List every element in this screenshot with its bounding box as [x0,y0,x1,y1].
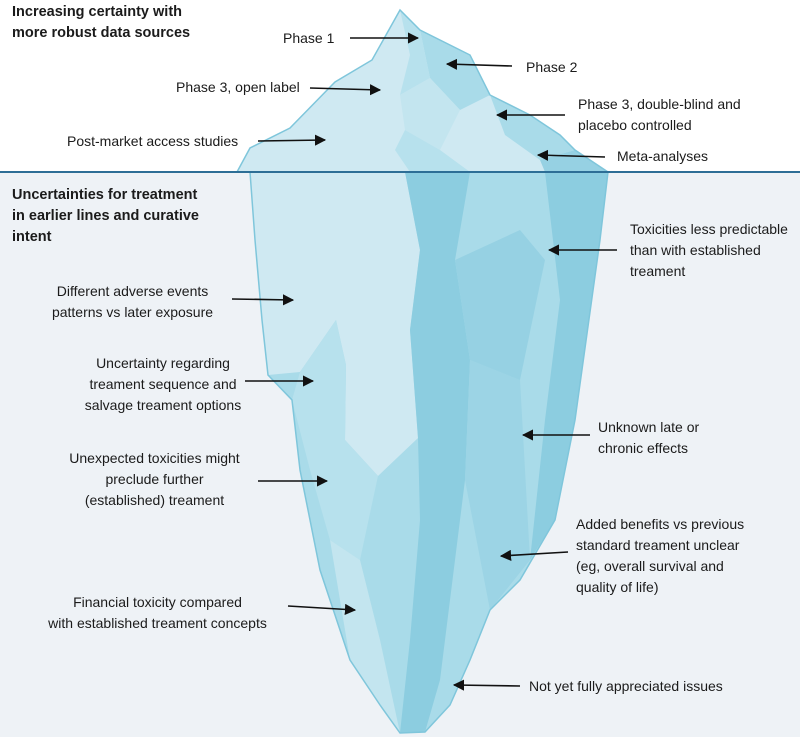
iceberg-underwater [249,171,609,734]
arrow-not-yet [452,679,521,691]
arrow-phase2 [445,58,513,70]
label-added-benefits: Added benefits vs previous standard trea… [576,516,745,595]
label-toxicities-predictable: Toxicities less predictable than with es… [630,221,788,279]
arrow-phase3-open [309,84,382,96]
label-adverse-events: Different adverse events patterns vs lat… [51,283,214,320]
arrow-post-market [257,134,327,146]
arrow-meta [536,149,606,161]
label-phase1: Phase 1 [283,30,335,46]
label-unexpected-toxicities: Unexpected toxicities might preclude fur… [69,450,240,508]
label-late-effects: Unknown late or chronic effects [598,419,700,456]
heading-above-water: Increasing certainty with more robust da… [12,4,191,41]
arrows-below [231,244,617,691]
label-financial-toxicity: Financial toxicity compared with establi… [48,594,267,631]
label-post-market: Post-market access studies [67,133,239,149]
label-meta-analyses: Meta-analyses [617,148,709,164]
iceberg-tip [236,8,609,173]
label-treatment-sequence: Uncertainty regarding treament sequence … [84,355,242,413]
arrow-adverse [231,294,295,306]
label-phase3-open: Phase 3, open label [176,79,300,95]
label-not-yet-appreciated: Not yet fully appreciated issues [529,678,723,694]
label-phase3-double: Phase 3, double-blind and placebo contro… [578,96,741,133]
label-phase2: Phase 2 [526,59,578,75]
arrow-financial [287,603,357,615]
arrow-benefits [499,549,569,561]
heading-below-water: Uncertainties for treatment in earlier l… [12,187,199,245]
arrows-above [257,32,606,161]
